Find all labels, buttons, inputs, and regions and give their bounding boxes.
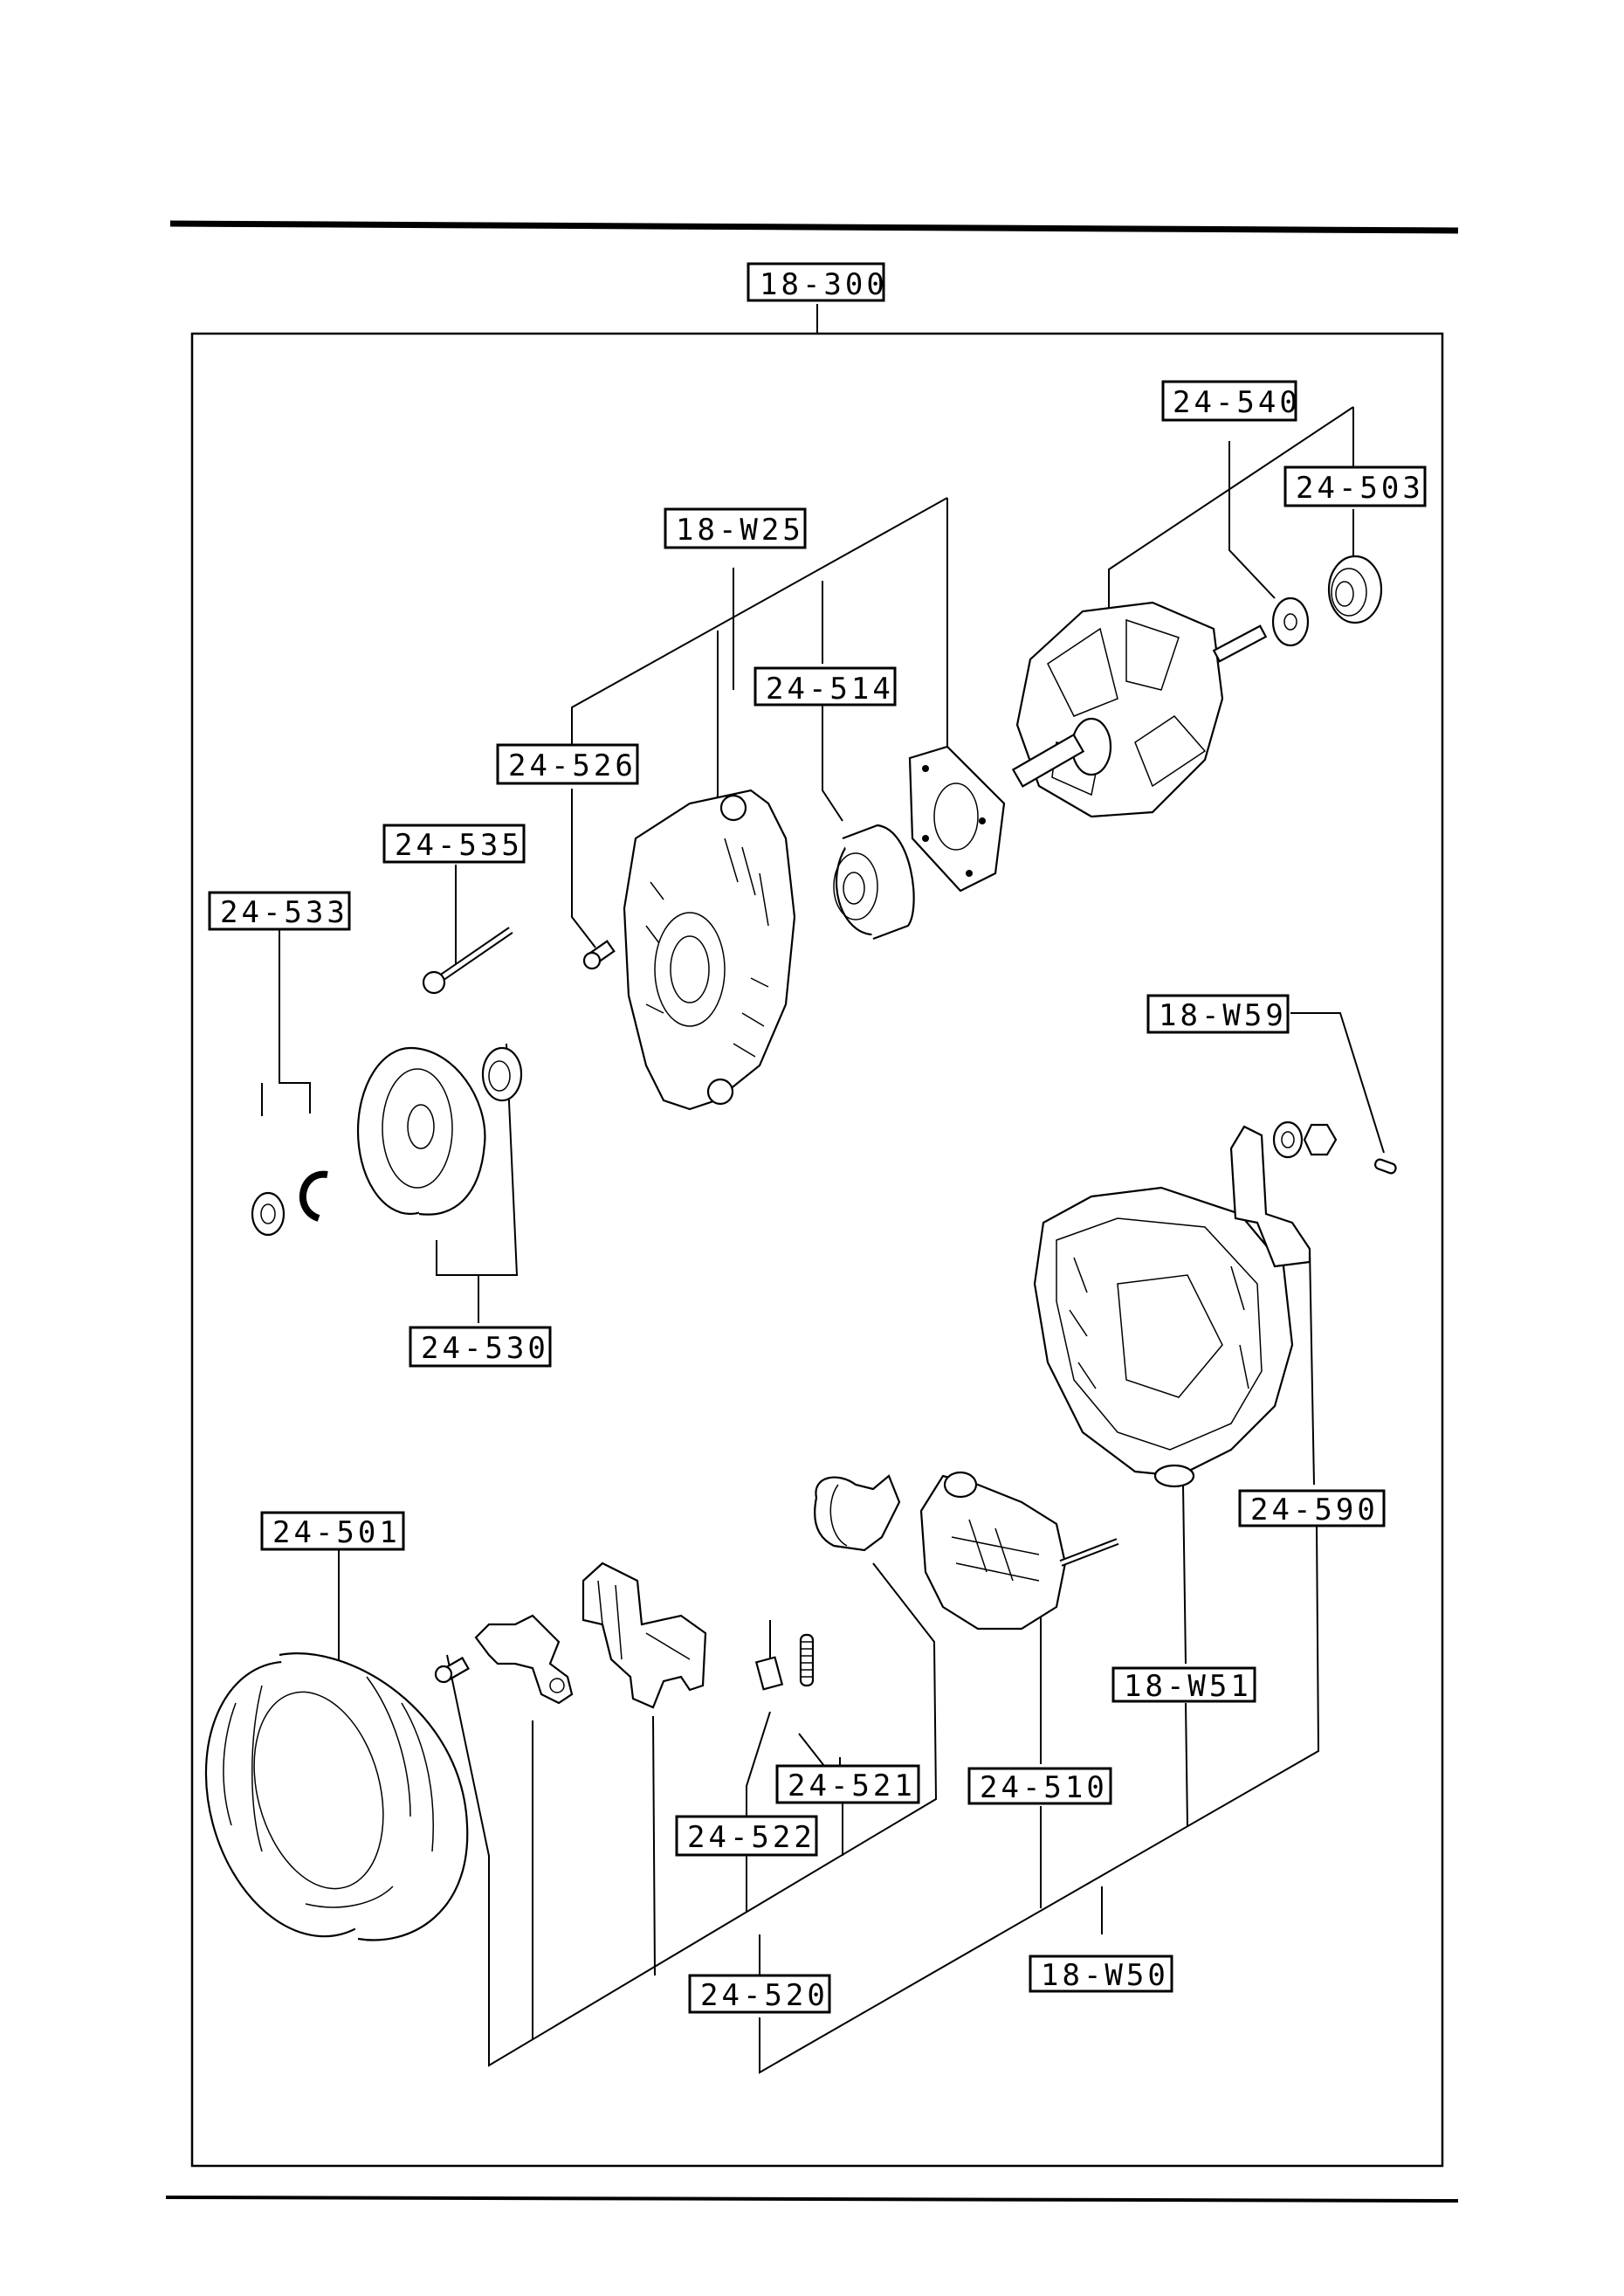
label-text: 24-520 <box>700 1978 829 2013</box>
label-24-503[interactable]: 24-503 <box>1283 465 1427 507</box>
label-24-520[interactable]: 24-520 <box>688 1974 831 2014</box>
label-text: 24-540 <box>1173 385 1301 420</box>
nut-part <box>251 1191 286 1237</box>
front-housing-part <box>623 789 796 1111</box>
label-text: 24-535 <box>395 828 523 863</box>
terminal-insulator-part <box>1229 1120 1338 1268</box>
label-24-526[interactable]: 24-526 <box>496 743 639 785</box>
brush-part <box>754 1620 784 1691</box>
label-text: 18-W50 <box>1041 1958 1169 1993</box>
bearing-retainer-plate <box>908 745 1006 893</box>
label-18-W50[interactable]: 18-W50 <box>1029 1955 1173 1993</box>
holder-cover-part <box>814 1474 901 1552</box>
label-text: 24-530 <box>421 1331 549 1366</box>
label-text: 18-W59 <box>1159 998 1287 1033</box>
label-text: 24-521 <box>788 1769 916 1803</box>
label-text: 24-522 <box>687 1820 815 1855</box>
label-text: 24-526 <box>508 748 637 783</box>
label-text: 24-533 <box>220 895 348 930</box>
regulator-part <box>581 1562 707 1709</box>
label-24-522[interactable]: 24-522 <box>675 1815 818 1857</box>
label-text: 24-501 <box>272 1515 401 1550</box>
label-24-521[interactable]: 24-521 <box>775 1764 920 1804</box>
rectifier-part <box>919 1471 1119 1631</box>
label-24-535[interactable]: 24-535 <box>382 824 526 864</box>
label-18-W59[interactable]: 18-W59 <box>1146 994 1290 1034</box>
label-text: 24-514 <box>766 672 894 707</box>
washer-part <box>1271 596 1310 647</box>
label-24-501[interactable]: 24-501 <box>260 1511 405 1551</box>
label-24-530[interactable]: 24-530 <box>409 1326 552 1368</box>
pulley-bearing-part <box>1327 555 1383 624</box>
bottom-rule <box>165 2196 1459 2203</box>
label-text: 24-590 <box>1250 1493 1379 1527</box>
stator-part <box>204 1652 469 1941</box>
washer-hole <box>1283 613 1297 631</box>
pin-part <box>1373 1158 1397 1175</box>
label-text: 24-510 <box>980 1770 1108 1805</box>
label-text: 24-503 <box>1296 471 1424 506</box>
label-18-W25[interactable]: 18-W25 <box>664 507 807 549</box>
label-24-510[interactable]: 24-510 <box>967 1767 1112 1805</box>
label-18-W51[interactable]: 18-W51 <box>1111 1666 1256 1704</box>
screw-part <box>582 940 616 970</box>
label-24-533[interactable]: 24-533 <box>208 891 351 931</box>
snap-ring-part <box>299 1170 328 1222</box>
rear-housing-part <box>1033 1186 1294 1488</box>
front-bearing-part <box>833 824 915 941</box>
pulley-part <box>356 1046 486 1216</box>
pulley-collar-part <box>481 1046 523 1102</box>
bracket-part <box>474 1614 574 1705</box>
label-text: 18-W51 <box>1124 1669 1252 1704</box>
bracket-screw-part <box>434 1656 470 1684</box>
label-24-540[interactable]: 24-540 <box>1161 380 1301 422</box>
top-rule <box>169 220 1459 234</box>
brush-spring-part <box>799 1633 815 1687</box>
label-24-514[interactable]: 24-514 <box>754 666 897 707</box>
rotor-part <box>1011 601 1268 818</box>
label-text: 18-W25 <box>676 513 804 548</box>
label-text: 18-300 <box>760 267 888 302</box>
label-24-590[interactable]: 24-590 <box>1238 1489 1386 1527</box>
label-18-300[interactable]: 18-300 <box>747 262 888 302</box>
through-bolt-part <box>422 927 513 995</box>
